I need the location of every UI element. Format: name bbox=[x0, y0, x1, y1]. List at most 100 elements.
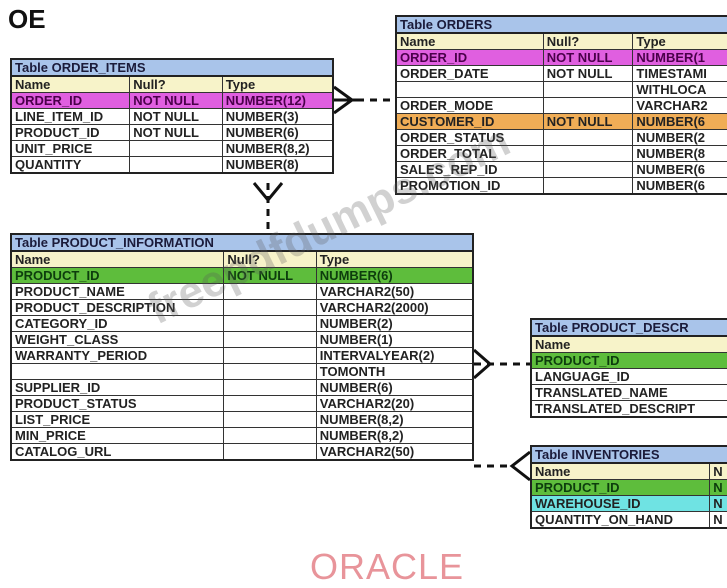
cell-null bbox=[542, 129, 634, 146]
table-orders-viewport: Table ORDERS Name Null? Type ORDER_ID NO… bbox=[395, 15, 727, 211]
cell-name: LINE_ITEM_ID bbox=[10, 108, 131, 125]
cell-null bbox=[542, 161, 634, 178]
row-order-date: ORDER_DATE NOT NULL TIMESTAMI bbox=[395, 65, 727, 82]
cell-type: NUMBER(6 bbox=[632, 113, 727, 130]
cell-type: NUMBER(6 bbox=[632, 161, 727, 178]
table-order-items-title: Table ORDER_ITEMS bbox=[10, 58, 334, 77]
row-product-id: PRODUCT_ID N bbox=[530, 479, 727, 496]
cell-null bbox=[223, 379, 317, 396]
row-order-total: ORDER_TOTAL NUMBER(8 bbox=[395, 145, 727, 162]
cell-name: PROMOTION_ID bbox=[395, 177, 544, 195]
row-product-id: PRODUCT_ID NOT NULL NUMBER(6) bbox=[10, 267, 474, 284]
schema-title: OE bbox=[8, 4, 46, 34]
row-order-id: ORDER_ID NOT NULL NUMBER(1 bbox=[395, 49, 727, 66]
cell-null bbox=[542, 81, 634, 98]
cell-name: PRODUCT_ID bbox=[10, 267, 225, 284]
cell-name: CATALOG_URL bbox=[10, 443, 225, 461]
row-warranty-period-cont: TOMONTH bbox=[10, 363, 474, 380]
column-header-type: Type bbox=[315, 250, 474, 268]
cell-type: TIMESTAMI bbox=[632, 65, 727, 82]
cell-type: NUMBER(1 bbox=[632, 49, 727, 66]
cell-type: VARCHAR2(50) bbox=[315, 443, 474, 461]
table-product-descriptions-viewport: Table PRODUCT_DESCR Name PRODUCT_ID LANG… bbox=[530, 318, 727, 424]
cell-type: VARCHAR2(50) bbox=[315, 283, 474, 300]
column-header-name: Name bbox=[530, 335, 727, 353]
cell-name: CUSTOMER_ID bbox=[395, 113, 544, 130]
row-product-status: PRODUCT_STATUS VARCHAR2(20) bbox=[10, 395, 474, 412]
row-language-id: LANGUAGE_ID bbox=[530, 368, 727, 385]
cell-type: WITHLOCA bbox=[632, 81, 727, 98]
row-customer-id: CUSTOMER_ID NOT NULL NUMBER(6 bbox=[395, 113, 727, 130]
column-header-null: N bbox=[709, 462, 727, 480]
row-unit-price: UNIT_PRICE NUMBER(8,2) bbox=[10, 140, 334, 157]
cell-name: PRODUCT_ID bbox=[10, 124, 131, 141]
cell-type: NUMBER(6) bbox=[315, 267, 474, 284]
row-promotion-id: PROMOTION_ID NUMBER(6 bbox=[395, 177, 727, 195]
cell-name: LIST_PRICE bbox=[10, 411, 225, 428]
cell-type: NUMBER(8) bbox=[221, 156, 334, 174]
cell-null bbox=[223, 411, 317, 428]
cell-null bbox=[542, 97, 634, 114]
oracle-logo: ORACLE bbox=[310, 546, 465, 587]
row-order-id: ORDER_ID NOT NULL NUMBER(12) bbox=[10, 92, 334, 109]
cell-null: NOT NULL bbox=[129, 92, 223, 109]
cell-null bbox=[129, 140, 223, 157]
crowfoot-inventories bbox=[509, 450, 531, 482]
cell-null bbox=[223, 331, 317, 348]
cell-name: SUPPLIER_ID bbox=[10, 379, 225, 396]
cell-null: N bbox=[709, 511, 727, 529]
cell-name: SALES_REP_ID bbox=[395, 161, 544, 178]
cell-null bbox=[223, 363, 317, 380]
cell-type: NUMBER(2 bbox=[632, 129, 727, 146]
row-catalog-url: CATALOG_URL VARCHAR2(50) bbox=[10, 443, 474, 461]
table-orders-title: Table ORDERS bbox=[395, 15, 727, 34]
cell-type: NUMBER(6) bbox=[221, 124, 334, 141]
row-product-description: PRODUCT_DESCRIPTION VARCHAR2(2000) bbox=[10, 299, 474, 316]
cell-type: NUMBER(12) bbox=[221, 92, 334, 109]
cell-name: TRANSLATED_DESCRIPT bbox=[530, 400, 727, 418]
cell-name: WEIGHT_CLASS bbox=[10, 331, 225, 348]
row-warranty-period: WARRANTY_PERIOD INTERVALYEAR(2) bbox=[10, 347, 474, 364]
row-sales-rep-id: SALES_REP_ID NUMBER(6 bbox=[395, 161, 727, 178]
cell-null bbox=[129, 156, 223, 174]
cell-type: VARCHAR2 bbox=[632, 97, 727, 114]
cell-null bbox=[223, 443, 317, 461]
cell-type: NUMBER(1) bbox=[315, 331, 474, 348]
cell-null bbox=[223, 427, 317, 444]
cell-name bbox=[395, 81, 544, 98]
cell-name: QUANTITY bbox=[10, 156, 131, 174]
row-list-price: LIST_PRICE NUMBER(8,2) bbox=[10, 411, 474, 428]
cell-name: ORDER_TOTAL bbox=[395, 145, 544, 162]
cell-type: NUMBER(2) bbox=[315, 315, 474, 332]
row-line-item-id: LINE_ITEM_ID NOT NULL NUMBER(3) bbox=[10, 108, 334, 125]
row-order-mode: ORDER_MODE VARCHAR2 bbox=[395, 97, 727, 114]
cell-null bbox=[223, 299, 317, 316]
cell-null: N bbox=[709, 479, 727, 496]
cell-null bbox=[223, 315, 317, 332]
crowfoot-order-items-orders bbox=[333, 85, 355, 115]
cell-type: NUMBER(8 bbox=[632, 145, 727, 162]
column-header-name: Name bbox=[395, 32, 544, 50]
cell-type: TOMONTH bbox=[315, 363, 474, 380]
cell-type: NUMBER(8,2) bbox=[315, 427, 474, 444]
cell-null bbox=[542, 145, 634, 162]
cell-null bbox=[223, 347, 317, 364]
row-category-id: CATEGORY_ID NUMBER(2) bbox=[10, 315, 474, 332]
row-quantity: QUANTITY NUMBER(8) bbox=[10, 156, 334, 174]
cell-name: PRODUCT_STATUS bbox=[10, 395, 225, 412]
cell-type: NUMBER(3) bbox=[221, 108, 334, 125]
cell-null: NOT NULL bbox=[223, 267, 317, 284]
table-order-items: Table ORDER_ITEMS Name Null? Type ORDER_… bbox=[10, 58, 334, 174]
cell-name: LANGUAGE_ID bbox=[530, 368, 727, 385]
cell-name: PRODUCT_ID bbox=[530, 479, 711, 496]
cell-type: INTERVALYEAR(2) bbox=[315, 347, 474, 364]
cell-name: UNIT_PRICE bbox=[10, 140, 131, 157]
cell-name: CATEGORY_ID bbox=[10, 315, 225, 332]
cell-null: N bbox=[709, 495, 727, 512]
row-quantity-on-hand: QUANTITY_ON_HAND N bbox=[530, 511, 727, 529]
cell-name: ORDER_ID bbox=[10, 92, 131, 109]
cell-name: QUANTITY_ON_HAND bbox=[530, 511, 711, 529]
column-header-type: Type bbox=[221, 75, 334, 93]
column-header-name: Name bbox=[530, 462, 711, 480]
cell-null: NOT NULL bbox=[129, 108, 223, 125]
